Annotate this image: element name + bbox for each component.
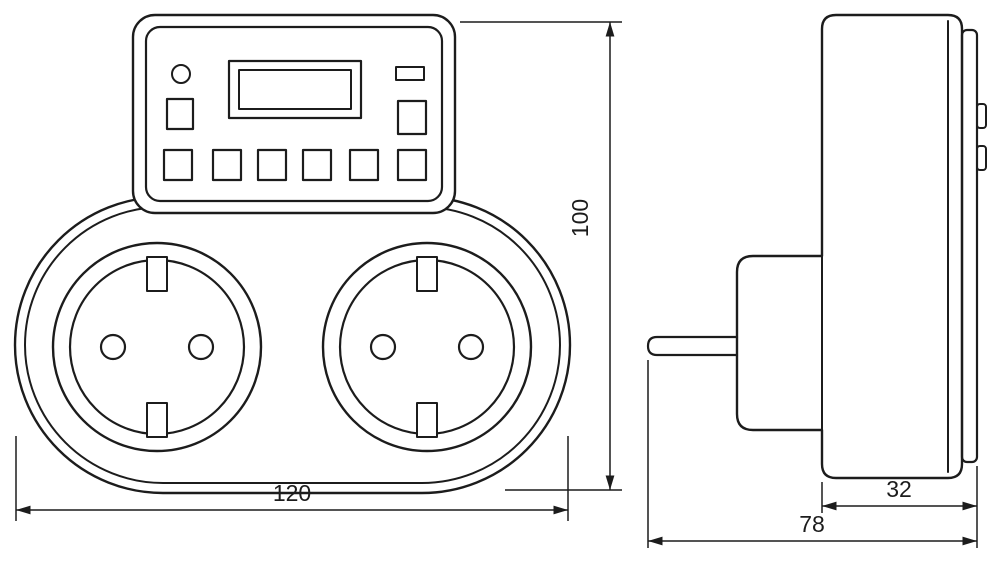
side-button-bump-upper	[976, 103, 987, 129]
control-panel-inner	[144, 25, 444, 203]
panel-button-6	[396, 148, 428, 182]
control-panel	[131, 13, 457, 215]
socket-right	[321, 241, 533, 453]
dim-front-width-label: 120	[273, 480, 311, 506]
panel-button-1	[162, 148, 194, 182]
side-plug-pin	[646, 335, 739, 357]
side-front-plate	[960, 28, 979, 464]
panel-button-row	[162, 148, 428, 182]
panel-button-3	[256, 148, 288, 182]
socket-left	[51, 241, 263, 453]
dimensions: 120 100 32 78	[15, 21, 978, 548]
panel-button-mid-right	[396, 99, 428, 136]
front-view	[13, 13, 572, 495]
dim-side-body-depth: 32	[821, 466, 978, 548]
lcd-display-inner	[238, 69, 352, 110]
dim-front-height-label: 100	[567, 199, 593, 237]
socket-right-earth-tab-bottom	[416, 402, 438, 438]
panel-button-2	[211, 148, 243, 182]
front-body	[13, 195, 572, 495]
socket-left-outer-ring	[51, 241, 263, 453]
indicator-led	[171, 64, 191, 84]
dim-front-width: 120	[15, 436, 569, 521]
front-body-outer-outline	[13, 195, 572, 495]
socket-left-earth-tab-bottom	[146, 402, 168, 438]
socket-left-pinhole-left	[99, 333, 127, 361]
socket-right-outer-ring	[321, 241, 533, 453]
dim-front-height: 100	[460, 21, 622, 491]
side-view	[646, 13, 987, 480]
dim-side-body-depth-label: 32	[886, 476, 912, 502]
dim-side-total-depth-label: 78	[799, 511, 825, 537]
socket-right-pinhole-left	[369, 333, 397, 361]
slide-switch	[395, 66, 425, 81]
lcd-display-outer	[227, 59, 363, 120]
front-body-inner-outline	[24, 206, 561, 484]
socket-right-earth-tab-top	[416, 256, 438, 292]
socket-left-earth-tab-top	[146, 256, 168, 292]
side-button-bump-lower	[976, 145, 987, 171]
socket-right-pinhole-right	[457, 333, 485, 361]
control-panel-outer	[131, 13, 457, 215]
panel-button-mid-left	[165, 97, 195, 131]
socket-left-pinhole-right	[187, 333, 215, 361]
panel-button-4	[301, 148, 333, 182]
side-body-outline	[735, 13, 964, 480]
panel-button-5	[348, 148, 380, 182]
dim-side-total-depth: 78	[647, 360, 977, 548]
